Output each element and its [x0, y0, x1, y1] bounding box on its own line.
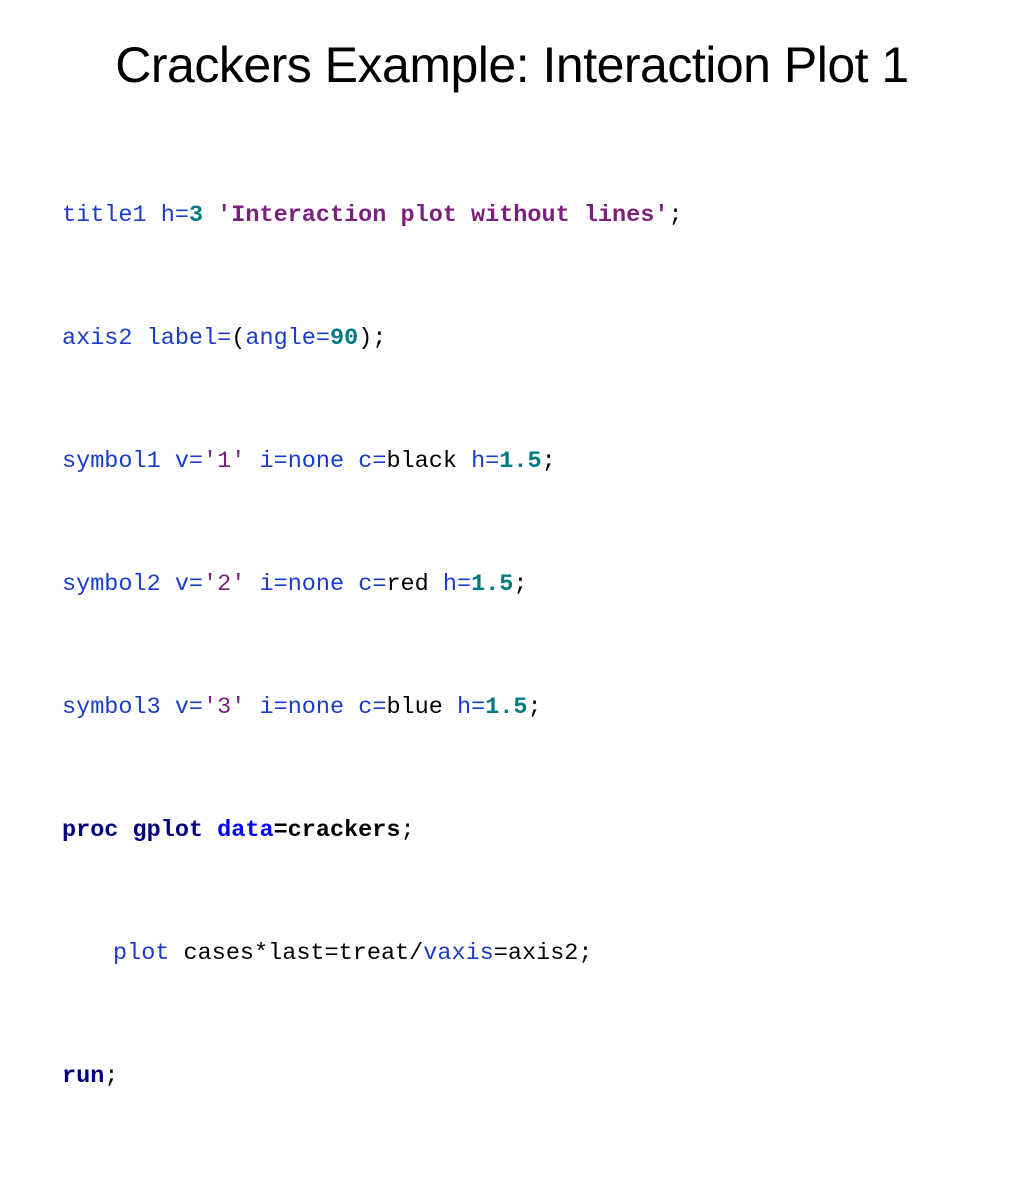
- code-token: '2': [203, 571, 246, 598]
- code-line-proc-gplot: proc gplot data=crackers;: [62, 810, 1002, 851]
- code-token: none: [287, 571, 345, 598]
- code-token: h=: [471, 448, 500, 475]
- code-token: symbol1: [62, 448, 175, 475]
- code-line-run: run;: [62, 1056, 1002, 1097]
- code-token: plot: [113, 940, 184, 967]
- code-token: data: [217, 817, 274, 844]
- code-token: =crackers: [273, 817, 401, 844]
- code-token: h=: [160, 202, 189, 229]
- code-token: i=: [259, 694, 288, 721]
- code-token: v=: [174, 571, 204, 598]
- code-token: 1.5: [485, 694, 528, 721]
- code-token: red: [386, 571, 429, 598]
- code-token: c=: [358, 448, 387, 475]
- code-token: '1': [203, 448, 246, 475]
- code-token: 3: [188, 202, 204, 229]
- code-token: );: [358, 325, 387, 352]
- code-token: vaxis: [423, 940, 494, 967]
- slide: Crackers Example: Interaction Plot 1 tit…: [62, 37, 910, 1090]
- code-block: title1 h=3 'Interaction plot without lin…: [62, 113, 1002, 1179]
- code-token: [203, 202, 217, 229]
- code-line-axis2: axis2 label=(angle=90);: [62, 318, 1002, 359]
- code-token: black: [386, 448, 457, 475]
- code-token: none: [287, 448, 345, 475]
- code-token: proc gplot: [62, 817, 218, 844]
- code-token: h=: [442, 571, 472, 598]
- code-line-title1: title1 h=3 'Interaction plot without lin…: [62, 195, 1002, 236]
- code-token: label=: [146, 325, 232, 352]
- code-token: v=: [174, 694, 204, 721]
- code-token: 1.5: [471, 571, 514, 598]
- code-line-symbol3: symbol3 v='3' i=none c=blue h=1.5;: [62, 687, 1002, 728]
- code-token: [429, 571, 443, 598]
- slide-title: Crackers Example: Interaction Plot 1: [115, 37, 909, 93]
- code-line-plot: plot cases*last=treat/vaxis=axis2;: [62, 933, 1002, 974]
- code-token: ;: [668, 202, 683, 229]
- code-token: i=: [259, 571, 288, 598]
- code-token: ;: [513, 571, 528, 598]
- code-token: cases*last=treat/: [183, 940, 424, 967]
- code-token: symbol3: [62, 694, 175, 721]
- code-token: [344, 571, 358, 598]
- code-token: 90: [329, 325, 359, 352]
- code-token: 'Interaction plot without lines': [217, 202, 669, 229]
- code-token: [245, 571, 259, 598]
- code-token: (: [231, 325, 246, 352]
- code-line-symbol2: symbol2 v='2' i=none c=red h=1.5;: [62, 564, 1002, 605]
- code-token: ;: [104, 1063, 119, 1090]
- code-token: none: [287, 694, 345, 721]
- code-token: h=: [456, 694, 486, 721]
- code-token: c=: [358, 571, 387, 598]
- code-token: axis2: [62, 325, 147, 352]
- code-token: '3': [203, 694, 246, 721]
- code-token: c=: [358, 694, 387, 721]
- code-token: [457, 448, 471, 475]
- code-token: symbol2: [62, 571, 175, 598]
- code-line-symbol1: symbol1 v='1' i=none c=black h=1.5;: [62, 441, 1002, 482]
- code-token: [344, 448, 358, 475]
- code-token: ;: [527, 694, 542, 721]
- code-token: title1: [62, 202, 161, 229]
- code-token: angle=: [245, 325, 330, 352]
- code-token: i=: [259, 448, 288, 475]
- code-token: blue: [386, 694, 443, 721]
- code-token: [245, 694, 259, 721]
- code-token: v=: [174, 448, 204, 475]
- code-token: [443, 694, 457, 721]
- code-token: =axis2;: [493, 940, 593, 967]
- code-token: ;: [400, 817, 415, 844]
- code-token: 1.5: [499, 448, 542, 475]
- code-token: [245, 448, 259, 475]
- code-token: ;: [541, 448, 556, 475]
- code-token: [344, 694, 358, 721]
- code-token: run: [62, 1063, 105, 1090]
